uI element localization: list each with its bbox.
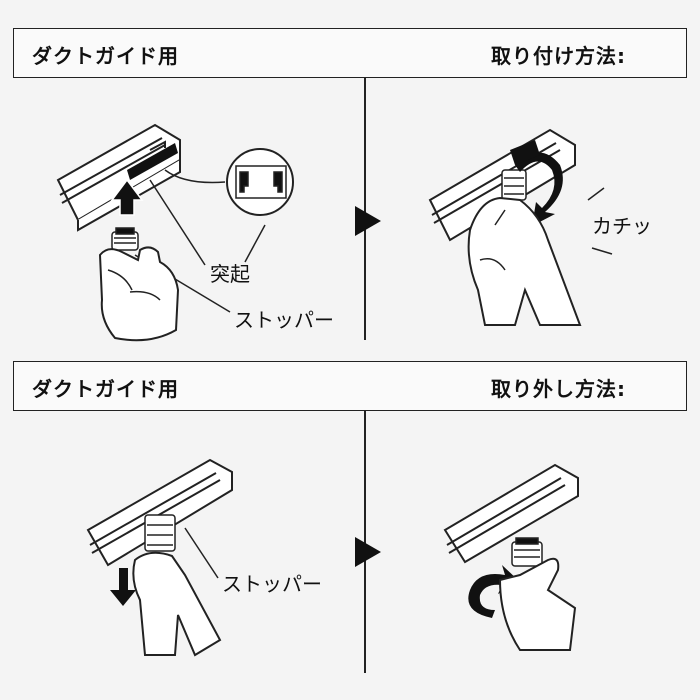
remove-step-arrow-icon (355, 537, 381, 567)
remove-method-title: 取り外し方法: (491, 377, 626, 401)
down-arrow-icon (110, 568, 136, 606)
hand-icon (498, 557, 577, 651)
up-arrow-icon (110, 178, 144, 216)
stopper-label-top: ストッパー (234, 308, 334, 332)
rotate-arrow-icon (515, 152, 563, 226)
stopper-part (111, 227, 139, 251)
protrusion-label: 突起 (210, 262, 250, 286)
remove-header-title: ダクトガイド用 (32, 377, 179, 401)
protrusion-block (127, 143, 178, 180)
remove-header: ダクトガイド用 取り外し方法: (13, 361, 687, 411)
install-header: ダクトガイド用 取り付け方法: (13, 28, 687, 78)
install-header-title: ダクトガイド用 (32, 44, 179, 68)
stopper-label-bottom: ストッパー (222, 572, 322, 596)
install-method-title: 取り付け方法: (491, 44, 626, 68)
install-step-arrow-icon (355, 206, 381, 236)
hand-icon (467, 196, 582, 326)
hand-icon (132, 551, 222, 657)
click-sound-label: カチッ (592, 214, 652, 238)
hand-icon (98, 246, 180, 342)
